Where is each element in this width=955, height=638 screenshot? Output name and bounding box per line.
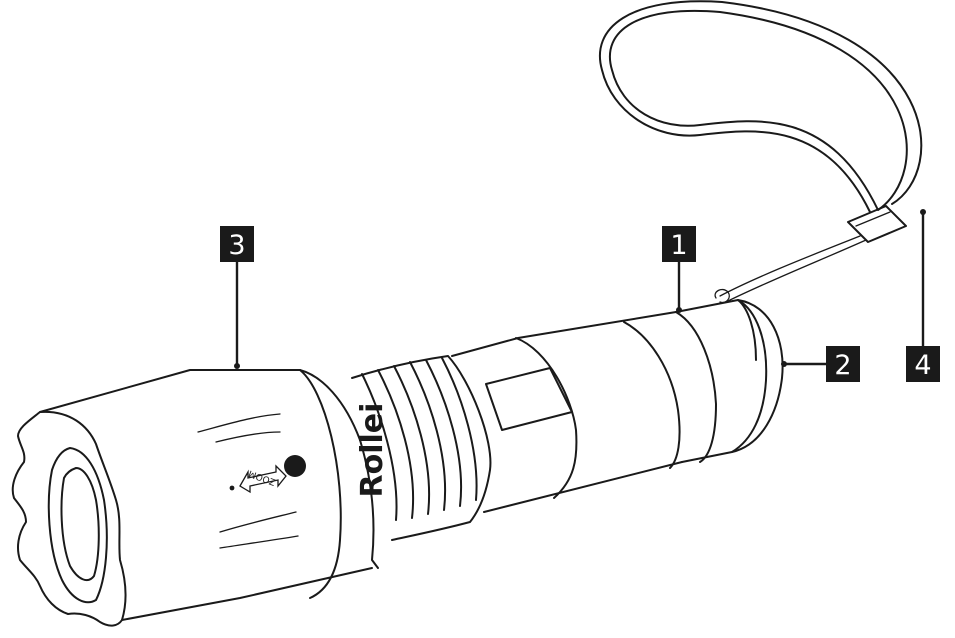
wrist-strap <box>599 0 923 304</box>
tail-cap <box>675 299 784 463</box>
ribbed-neck <box>351 355 492 541</box>
body-tube <box>451 311 717 513</box>
callout-label-1: 1 <box>670 230 687 261</box>
callout-1: 1 <box>662 226 696 313</box>
callout-label-4: 4 <box>914 350 931 381</box>
callout-2: 2 <box>781 346 860 382</box>
callout-label-3: 3 <box>228 230 245 261</box>
callout-label-2: 2 <box>834 350 851 381</box>
zoom-head: ZOOM Rollei <box>39 369 390 621</box>
bezel-lens <box>11 410 127 627</box>
callout-3: 3 <box>220 226 254 369</box>
callout-4: 4 <box>906 209 940 382</box>
brand-logo: Rollei <box>355 403 390 498</box>
zoom-indicator-dot <box>284 455 306 477</box>
